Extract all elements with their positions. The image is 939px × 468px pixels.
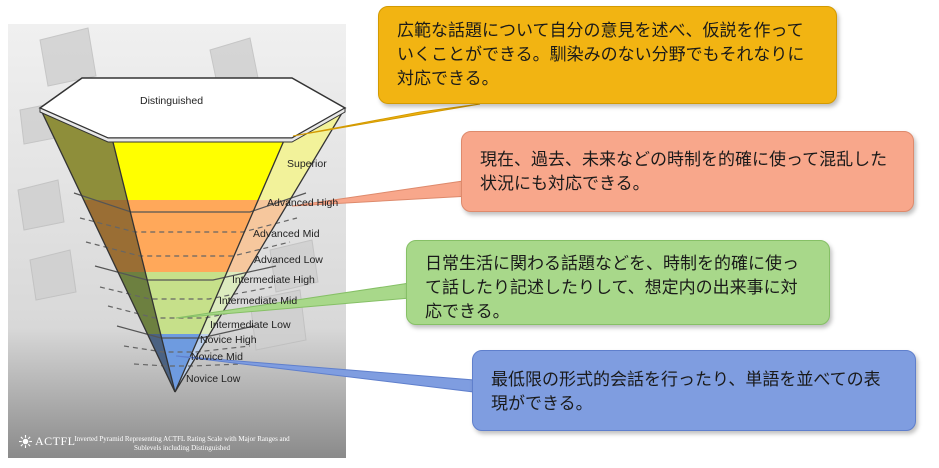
- logo-text: ACTFL: [35, 434, 76, 448]
- callout-superior: 現在、過去、未来などの時制を的確に使って混乱した状況にも対応できる。: [461, 131, 914, 212]
- pyramid-edges: [39, 107, 346, 393]
- label-intermediate-high: Intermediate High: [232, 274, 315, 286]
- label-intermediate-mid: Intermediate Mid: [219, 295, 297, 307]
- band-boundaries: [73, 192, 307, 339]
- label-superior: Superior: [287, 158, 327, 170]
- label-advanced-mid: Advanced Mid: [253, 228, 320, 240]
- label-novice-high: Novice High: [200, 334, 257, 346]
- label-advanced-high: Advanced High: [267, 197, 338, 209]
- label-novice-low: Novice Low: [186, 373, 241, 385]
- callout-novice: 最低限の形式的会話を行ったり、単語を並べての表現ができる。: [472, 350, 916, 431]
- actfl-logo: ACTFL: [19, 434, 76, 449]
- label-advanced-low: Advanced Low: [254, 254, 323, 266]
- figure-caption: Inverted Pyramid Representing ACTFL Rati…: [74, 435, 290, 452]
- sunburst-icon: [19, 435, 32, 448]
- decorative-squares: [17, 27, 319, 351]
- label-distinguished: Distinguished: [140, 95, 203, 107]
- label-novice-mid: Novice Mid: [191, 351, 243, 363]
- label-intermediate-low: Intermediate Low: [210, 319, 291, 331]
- callout-distinguished: 広範な話題について自分の意見を述べ、仮説を作っていくことができる。馴染みのない分…: [378, 6, 837, 104]
- callout-connectors: [175, 103, 481, 393]
- callout-advanced: 日常生活に関わる話題などを、時制を的確に使って話したり記述したりして、想定内の出…: [406, 240, 830, 325]
